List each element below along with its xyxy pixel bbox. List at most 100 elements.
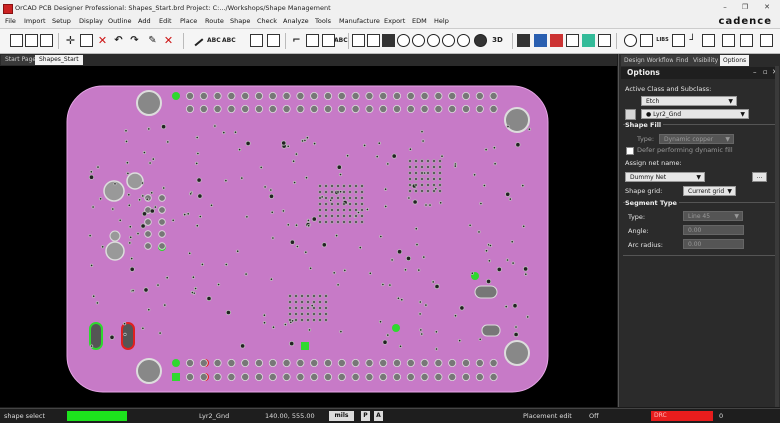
- class-select[interactable]: Etch▼: [641, 96, 737, 106]
- shade-3d-icon[interactable]: 3D: [492, 36, 503, 44]
- tab-options[interactable]: Options: [720, 55, 750, 66]
- menu-import[interactable]: Import: [24, 17, 46, 25]
- design-canvas[interactable]: [0, 66, 617, 407]
- undo-icon[interactable]: ↶: [114, 35, 123, 46]
- menu-check[interactable]: Check: [257, 17, 277, 25]
- unhighlight-icon[interactable]: [566, 34, 579, 47]
- menu-shape[interactable]: Shape: [230, 17, 251, 25]
- menu-setup[interactable]: Setup: [52, 17, 71, 25]
- cancel-icon[interactable]: ✕: [163, 34, 174, 47]
- via-pad: [224, 179, 228, 183]
- minimize-panel-icon[interactable]: –: [753, 68, 757, 76]
- add-text-icon[interactable]: ABC: [207, 37, 221, 44]
- add-line-icon[interactable]: [190, 33, 204, 47]
- status-idle-indicator: [67, 411, 127, 421]
- via-pad: [406, 358, 415, 367]
- layout-icon[interactable]: [740, 34, 753, 47]
- units-button[interactable]: mils: [329, 411, 354, 421]
- redo-icon[interactable]: ↷: [130, 35, 139, 46]
- zoom-out-icon[interactable]: [412, 34, 425, 47]
- menu-edm[interactable]: EDM: [412, 17, 427, 25]
- manufacture-icon[interactable]: [702, 34, 715, 47]
- color-icon[interactable]: [517, 34, 530, 47]
- via-pad: [245, 140, 251, 147]
- menu-add[interactable]: Add: [138, 17, 151, 25]
- via-pad: [241, 372, 250, 381]
- menu-display[interactable]: Display: [79, 17, 103, 25]
- menu-export[interactable]: Export: [384, 17, 406, 25]
- ratsnest-icon[interactable]: [598, 34, 611, 47]
- settings-icon[interactable]: [760, 34, 773, 47]
- shape-grid-select[interactable]: Current grid▼: [683, 186, 736, 196]
- delete-icon[interactable]: ✕: [97, 34, 108, 47]
- shape-edit-icon[interactable]: ┘: [689, 35, 696, 46]
- grid-icon[interactable]: [352, 34, 365, 47]
- subclass-color-swatch[interactable]: [625, 109, 636, 120]
- menu-analyze[interactable]: Analyze: [283, 17, 309, 25]
- layer-colors-icon[interactable]: [534, 34, 547, 47]
- float-panel-icon[interactable]: ▫: [763, 68, 768, 76]
- browse-net-button[interactable]: ...: [752, 172, 767, 182]
- panel-scrollbar[interactable]: [775, 66, 779, 407]
- menu-route[interactable]: Route: [205, 17, 224, 25]
- zoom-in-icon[interactable]: [397, 34, 410, 47]
- via-pad: [294, 152, 298, 156]
- menu-tools[interactable]: Tools: [315, 17, 332, 25]
- shadow-icon[interactable]: [582, 34, 595, 47]
- via-pad: [438, 189, 442, 193]
- panel-title: Options: [627, 68, 660, 77]
- maximize-button[interactable]: ❐: [741, 3, 749, 11]
- highlight-icon[interactable]: [550, 34, 563, 47]
- report-icon[interactable]: [640, 34, 653, 47]
- absolute-button[interactable]: A: [374, 411, 383, 421]
- menu-file[interactable]: File: [5, 17, 16, 25]
- menu-place[interactable]: Place: [180, 17, 198, 25]
- pcb-board-view[interactable]: [0, 66, 617, 407]
- fit-icon[interactable]: [367, 34, 380, 47]
- pin-icon[interactable]: ✎: [148, 35, 157, 46]
- copy-icon[interactable]: [80, 34, 93, 47]
- subclass-select[interactable]: ● Lyr2_Gnd▼: [641, 109, 749, 119]
- close-panel-icon[interactable]: ✕: [772, 68, 778, 76]
- tab-start-page[interactable]: Start Page: [1, 55, 41, 65]
- via-pad: [128, 225, 132, 229]
- save-icon[interactable]: [40, 34, 53, 47]
- via-pad: [129, 266, 135, 272]
- via-pad: [432, 183, 436, 187]
- tab-shapes-start[interactable]: Shapes_Start: [35, 55, 83, 65]
- libraries-icon[interactable]: LIBS: [656, 37, 669, 43]
- panel-icon[interactable]: [672, 34, 685, 47]
- edit-text-icon[interactable]: ABC: [222, 37, 236, 44]
- info-icon[interactable]: [624, 34, 637, 47]
- zoom-previous-icon[interactable]: [427, 34, 440, 47]
- via-pad: [318, 196, 322, 200]
- close-button[interactable]: ✕: [764, 3, 770, 11]
- spread-icon[interactable]: ABC: [334, 37, 348, 44]
- new-file-icon[interactable]: [10, 34, 23, 47]
- zoom-world-icon[interactable]: [457, 34, 470, 47]
- delay-tune-icon[interactable]: [322, 34, 335, 47]
- ruler-icon[interactable]: [267, 34, 280, 47]
- pick-button[interactable]: P: [361, 411, 370, 421]
- step-icon[interactable]: [722, 34, 735, 47]
- zoom-window-icon[interactable]: [382, 34, 395, 47]
- menu-manufacture[interactable]: Manufacture: [339, 17, 380, 25]
- view-3d-icon[interactable]: [474, 34, 487, 47]
- menu-edit[interactable]: Edit: [159, 17, 172, 25]
- tab-design-workflow[interactable]: Design Workflow: [621, 55, 678, 66]
- defer-dynamic-fill-checkbox[interactable]: [626, 147, 634, 155]
- arc-radius-label: Arc radius:: [628, 241, 663, 249]
- zoom-fit-icon[interactable]: [442, 34, 455, 47]
- slide-icon[interactable]: [306, 34, 319, 47]
- minimize-button[interactable]: –: [723, 3, 727, 11]
- tab-visibility[interactable]: Visibility: [690, 55, 722, 66]
- via-pad: [131, 289, 135, 293]
- open-folder-icon[interactable]: [25, 34, 38, 47]
- route-icon[interactable]: ⌐: [292, 35, 301, 46]
- move-icon[interactable]: ✛: [65, 34, 76, 47]
- tab-find[interactable]: Find: [673, 55, 692, 66]
- net-name-select[interactable]: Dummy Net▼: [625, 172, 705, 182]
- menu-help[interactable]: Help: [434, 17, 449, 25]
- menu-outline[interactable]: Outline: [108, 17, 132, 25]
- dimension-icon[interactable]: [250, 34, 263, 47]
